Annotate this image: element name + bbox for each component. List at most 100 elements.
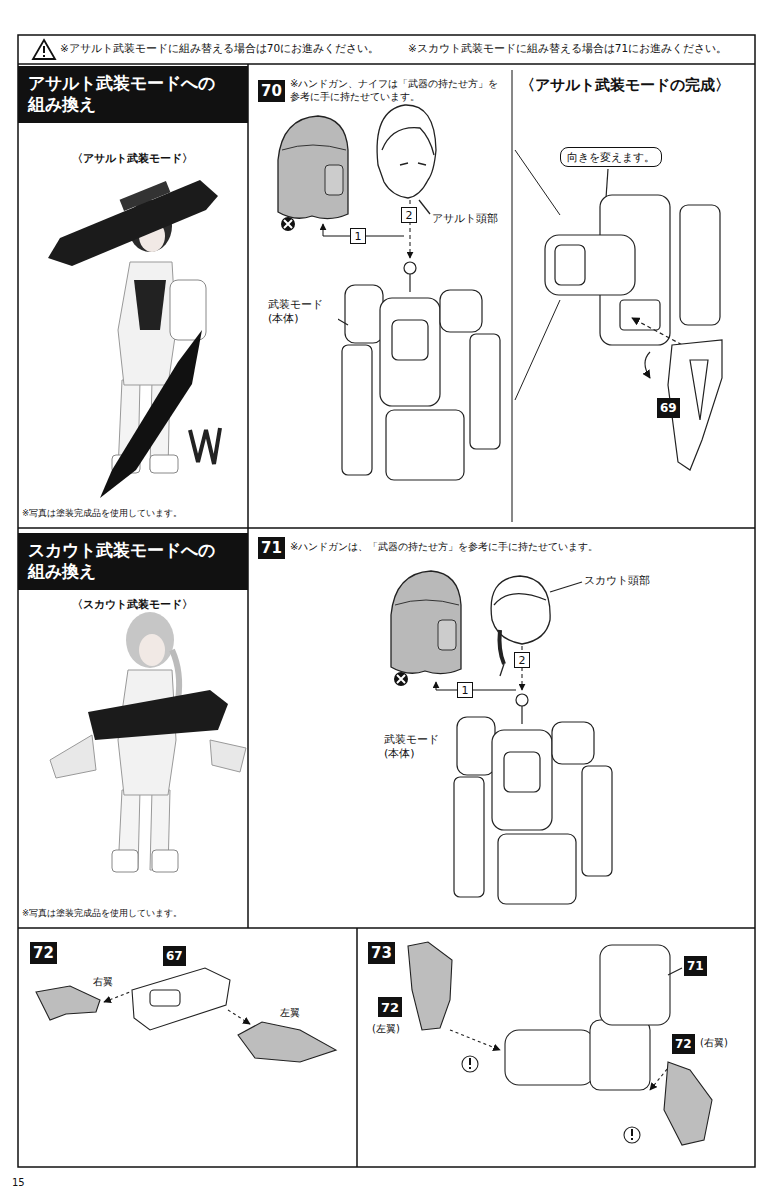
note-text: スカウト頭部	[584, 574, 650, 588]
assault-photo-path	[190, 428, 220, 464]
body-part-rect	[582, 766, 612, 876]
note-text: 左翼	[280, 1006, 300, 1019]
removal-arrows-polyline	[436, 682, 516, 690]
caution-icon-rect	[43, 55, 45, 57]
assault-photo-path	[100, 330, 202, 498]
note-text: ※ハンドガンは、「武器の持たせ方」を参考に手に持たせています。	[290, 540, 598, 553]
helmet-part-circle	[281, 217, 295, 231]
body-part-rect	[504, 752, 540, 792]
body-part-rect	[492, 730, 552, 830]
step-number: 72	[672, 1034, 695, 1054]
node-text: 1	[355, 230, 362, 243]
helmet-part	[391, 571, 461, 686]
panel-frame-line	[18, 63, 755, 65]
body-part-rect	[440, 290, 482, 332]
wing-parts-path	[132, 968, 230, 1030]
body-part-rect	[470, 334, 500, 449]
body-part-rect	[457, 717, 495, 775]
scout-head-path	[494, 594, 546, 605]
helmet-part-rect	[325, 165, 343, 195]
step-number: 1	[350, 228, 366, 244]
wing-parts-line	[104, 992, 130, 1002]
step-number: 1	[457, 682, 473, 698]
node-text: 67	[166, 949, 183, 963]
helmet-part	[278, 116, 348, 231]
node-text: 73	[371, 944, 392, 962]
wing-parts	[36, 968, 336, 1062]
scout-photo-rect	[152, 850, 178, 872]
node-text: 2	[519, 654, 526, 667]
step-number: 2	[514, 652, 530, 668]
note-text: 武装モード (本体)	[268, 298, 338, 327]
scout-photo-path	[50, 735, 96, 778]
arm-closeup-rect	[680, 205, 720, 325]
panel-frame-line	[18, 927, 755, 929]
body-part-rect	[345, 285, 383, 343]
helmet-part-path	[397, 675, 405, 683]
step-number: 69	[657, 398, 680, 418]
panel-frame-line	[247, 64, 249, 928]
scout-photo-path	[210, 740, 246, 772]
step-number: 71	[258, 537, 285, 559]
body-part-circle	[404, 262, 416, 274]
panel-frame	[18, 35, 755, 1167]
note-balloon: 向きを変えます。	[560, 147, 662, 167]
assault-head	[377, 105, 436, 214]
wing-assembly-rect	[469, 1067, 471, 1069]
assault-head-path	[382, 128, 434, 155]
body-part-circle	[516, 694, 528, 706]
section-header: アサルト武装モードへの組み換え	[18, 66, 248, 123]
assault-photo-path	[48, 180, 218, 266]
helmet-part-path	[282, 145, 346, 150]
body-part-rect	[380, 298, 440, 406]
node-text: 1	[462, 684, 469, 697]
caution-icon-rect	[43, 46, 45, 53]
node-text: アサルト武装モードへの組み換え	[28, 73, 220, 116]
wing-assembly-rect	[631, 1138, 633, 1140]
step-number: 73	[368, 942, 395, 964]
helmet-part-circle	[394, 672, 408, 686]
body-part-rect	[498, 834, 576, 904]
note-text: ※スカウト武装モードに組み替える場合は71にお進みください。	[408, 42, 727, 56]
helmet-part-path	[284, 220, 292, 228]
wing-assembly-rect	[631, 1129, 633, 1136]
arm-closeup-rect	[555, 245, 585, 285]
assault-photo-path	[134, 280, 166, 330]
helmet-part-path	[278, 116, 348, 219]
arm-closeup-line	[515, 300, 560, 400]
scout-head-path	[500, 664, 504, 676]
note-text: 武装モード (本体)	[384, 733, 454, 762]
section-caption: 〈スカウト武装モード〉	[72, 598, 193, 612]
step-number: 67	[163, 946, 186, 966]
note-text: アサルト頭部	[432, 212, 498, 226]
wing-assembly-rect	[505, 1030, 595, 1085]
wing-assembly-circle	[462, 1056, 478, 1072]
node-text: 70	[261, 82, 282, 100]
note-text: 15	[12, 1176, 25, 1189]
scout-photo-ellipse	[139, 634, 165, 666]
node-text: 72	[381, 1000, 399, 1015]
note-text: ※写真は塗装完成品を使用しています。	[22, 508, 182, 519]
arm-closeup-line	[606, 169, 608, 198]
body-part	[336, 262, 500, 480]
wing-assembly-path	[664, 1062, 712, 1145]
wing-assembly-rect	[469, 1058, 471, 1065]
arm-closeup-line	[515, 150, 560, 215]
assault-photo-path	[118, 262, 176, 385]
scout-head	[491, 576, 582, 676]
scout-photo-path	[88, 690, 228, 740]
arm-closeup-rect	[545, 235, 635, 295]
helmet-part-path	[391, 571, 461, 674]
wing-assembly-rect	[590, 1020, 650, 1090]
assault-head-path	[400, 163, 426, 165]
step-number: 70	[258, 80, 285, 102]
node-text: 72	[33, 944, 54, 962]
step-number: 72	[378, 997, 402, 1017]
note-text: (左翼)	[372, 1022, 400, 1035]
note-text: ※ハンドガン、ナイフは「武器の持たせ方」を参考に手に持たせています。	[290, 77, 508, 103]
arm-closeup-line	[632, 318, 688, 348]
body-part-rect	[552, 722, 594, 764]
body-part-rect	[342, 345, 372, 475]
scout-photo-path	[172, 650, 179, 700]
panel-frame-line	[18, 527, 755, 529]
